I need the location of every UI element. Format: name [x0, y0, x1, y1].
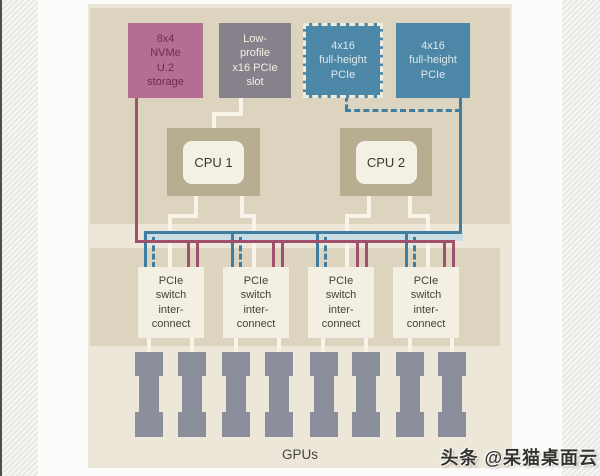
- page-right-margin: [562, 0, 600, 476]
- nvme-bus-link: [135, 96, 138, 243]
- pcie-bus-pink: [135, 240, 455, 243]
- pink-bus-to-switch1: [187, 240, 190, 268]
- gpu-card-middle: [269, 374, 289, 414]
- full-height-pcie1-dashed-stub: [345, 96, 348, 110]
- switch-to-gpu-link: [190, 338, 194, 353]
- slot-label: 4x16 full-height PCIe: [409, 40, 457, 81]
- cpu1-socket: CPU 1: [167, 128, 260, 196]
- cpu2-socket: CPU 2: [340, 128, 432, 196]
- switch-to-gpu-link: [450, 338, 454, 353]
- gpus-label: GPUs: [281, 447, 318, 462]
- cpu2-downlink: [408, 214, 430, 218]
- gpu-card-7: [396, 352, 424, 437]
- gpu-card-middle: [226, 374, 246, 414]
- slot-full-height-pcie-1: 4x16 full-height PCIe: [303, 23, 383, 98]
- pcie-bus-blue: [144, 231, 462, 234]
- pink-bus-to-switch4: [443, 240, 446, 268]
- full-height-pcie1-dashed-bus: [345, 109, 461, 112]
- pink-bus-to-switch2: [281, 240, 284, 268]
- gpu-card-middle: [139, 374, 159, 414]
- page-left-margin: [0, 0, 38, 476]
- dashed-bus-to-switch1: [152, 237, 155, 268]
- gpu-card-middle: [442, 374, 462, 414]
- switch-label: PCIe switch inter- connect: [236, 275, 276, 330]
- gpu-card-4: [265, 352, 293, 437]
- slot-to-cpu-link: [212, 112, 216, 128]
- gpu-card-6: [352, 352, 380, 437]
- cpu2-downlink: [345, 214, 371, 218]
- dashed-bus-to-switch2: [239, 237, 242, 268]
- gpu-card-middle: [314, 374, 334, 414]
- pink-bus-to-switch3: [365, 240, 368, 268]
- full-height-pcie2-bus-link: [459, 96, 462, 234]
- pcie-switch-2: PCIe switch inter- connect: [223, 267, 289, 338]
- toutiao-watermark: 头条 @呆猫桌面云: [440, 448, 598, 468]
- cpu2-downlink: [367, 196, 371, 218]
- switch-to-gpu-link: [234, 338, 238, 353]
- switch-to-gpu-link: [277, 338, 281, 353]
- slot-label: 8x4 NVMe U.2 storage: [147, 32, 184, 88]
- pcie-switch-4: PCIe switch inter- connect: [393, 267, 459, 338]
- cpu1-downlink: [240, 214, 256, 218]
- pcie-switch-1: PCIe switch inter- connect: [138, 267, 204, 338]
- pcie-bus-band: [143, 233, 463, 241]
- bus-to-switch4-link: [405, 231, 408, 268]
- slot-label: 4x16 full-height PCIe: [319, 40, 367, 81]
- pink-bus-to-switch3: [356, 240, 359, 268]
- pink-bus-to-switch1: [196, 240, 199, 268]
- bus-to-switch3-link: [316, 231, 319, 268]
- gpu-card-middle: [400, 374, 420, 414]
- bus-to-switch2-link: [231, 231, 234, 268]
- cpu2-downlink: [408, 196, 412, 218]
- cpu1-die: CPU 1: [183, 140, 244, 184]
- gpu-card-middle: [356, 374, 376, 414]
- gpu-card-2: [178, 352, 206, 437]
- pcie-switch-3: PCIe switch inter- connect: [308, 267, 374, 338]
- switch-to-gpu-link: [408, 338, 412, 353]
- slot-nvme-storage: 8x4 NVMe U.2 storage: [128, 23, 203, 98]
- pink-bus-to-switch4: [452, 240, 455, 268]
- slot-label: Low- profile x16 PCIe slot: [232, 32, 278, 88]
- gpu-card-middle: [182, 374, 202, 414]
- cpu1-downlink: [194, 196, 198, 218]
- cpu1-downlink: [240, 196, 244, 218]
- gpu-card-1: [135, 352, 163, 437]
- gpu-card-5: [310, 352, 338, 437]
- bus-to-switch1-link: [144, 231, 147, 268]
- cpu2-die: CPU 2: [355, 140, 417, 184]
- slot-to-cpu-link: [239, 96, 243, 116]
- slot-to-cpu-link: [212, 112, 243, 116]
- dashed-bus-to-switch4: [413, 237, 416, 268]
- pink-bus-to-switch2: [272, 240, 275, 268]
- switch-to-gpu-link: [147, 338, 151, 353]
- dashed-bus-to-switch3: [324, 237, 327, 268]
- gpu-card-3: [222, 352, 250, 437]
- slot-full-height-pcie-2: 4x16 full-height PCIe: [396, 23, 470, 98]
- switch-to-gpu-link: [321, 338, 325, 353]
- switch-to-gpu-link: [364, 338, 368, 353]
- switch-label: PCIe switch inter- connect: [321, 275, 361, 330]
- slot-low-profile-pcie: Low- profile x16 PCIe slot: [219, 23, 291, 98]
- switch-label: PCIe switch inter- connect: [151, 275, 191, 330]
- switch-label: PCIe switch inter- connect: [406, 275, 446, 330]
- gpu-card-8: [438, 352, 466, 437]
- cpu1-downlink: [168, 214, 198, 218]
